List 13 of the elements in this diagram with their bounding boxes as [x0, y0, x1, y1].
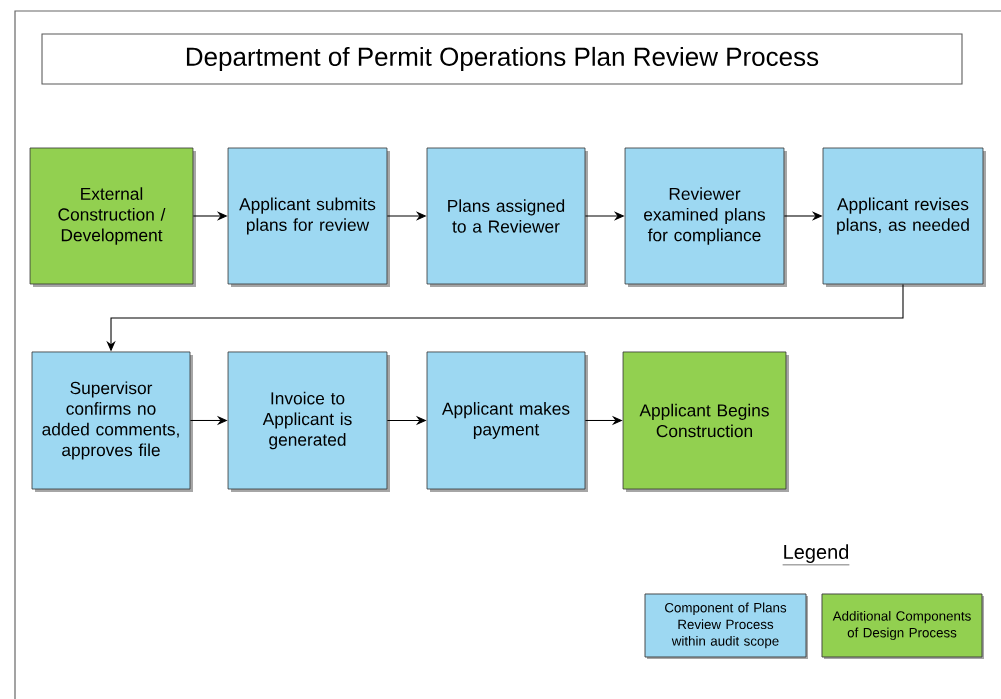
process-box: Reviewer examined plans for compliance — [624, 147, 787, 287]
legend-box: Additional Components of Design Process — [821, 593, 984, 659]
process-box: Plans assigned to a Reviewer — [426, 147, 588, 287]
process-box: Applicant submits plans for review — [227, 147, 390, 287]
legend-box: Component of Plans Review Process within audit scope — [644, 593, 808, 659]
legend-heading: Legend — [782, 544, 850, 566]
process-box: Invoice to Applicant is generated — [227, 351, 390, 492]
process-box: Applicant revises plans, as needed — [822, 147, 986, 287]
title-box: Department of Permit Operations Plan Review Process — [41, 33, 963, 85]
process-box: Applicant Begins Construction — [622, 351, 789, 492]
process-box: External Construction / Development — [29, 147, 196, 287]
process-box: Supervisor confirms no added comments, approves file — [31, 351, 193, 492]
process-box: Applicant makes payment — [426, 351, 588, 492]
